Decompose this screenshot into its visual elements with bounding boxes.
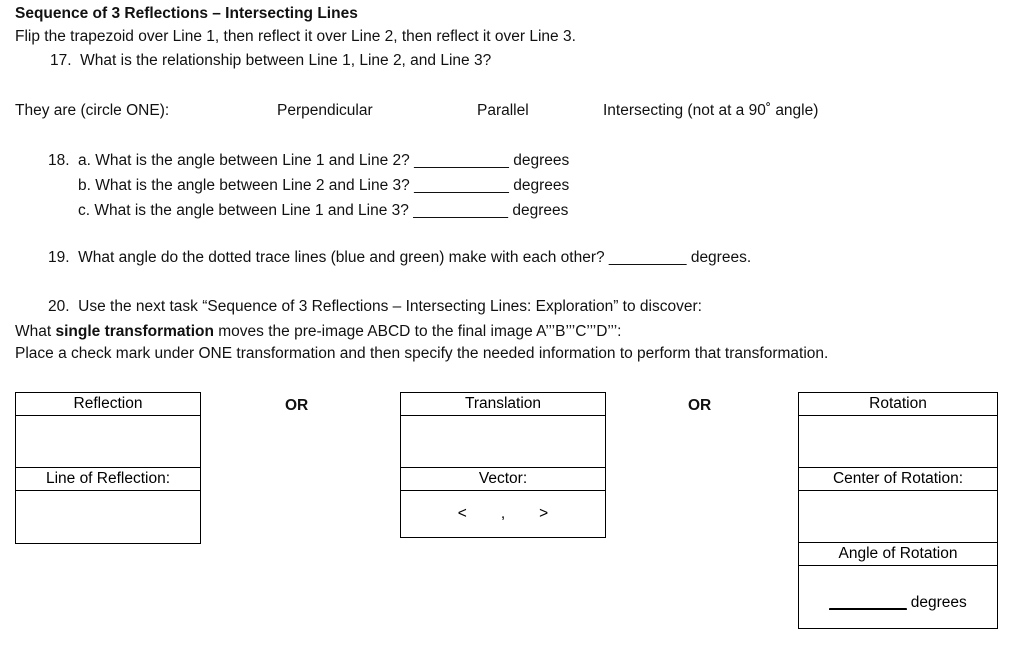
rotation-degrees-cell[interactable]: _________degrees	[799, 566, 997, 628]
circle-one-label: They are (circle ONE):	[15, 102, 170, 119]
reflection-subheader-line-of-reflection: Line of Reflection:	[16, 468, 200, 491]
q20-bold-phrase: single transformation	[55, 323, 214, 340]
option-intersecting[interactable]: Intersecting (not at a 90˚ angle)	[603, 102, 819, 119]
separator-or-second: OR	[688, 397, 712, 414]
translation-header: Translation	[401, 393, 605, 416]
rotation-subheader-center-of-rotation: Center of Rotation:	[799, 468, 997, 491]
question-17: 17. What is the relationship between Lin…	[50, 52, 492, 69]
separator-or-first: OR	[285, 397, 309, 414]
question-18-number: 18.	[48, 152, 70, 169]
option-parallel[interactable]: Parallel	[477, 102, 529, 119]
reflection-answer-cell[interactable]	[16, 491, 200, 543]
vector-close-bracket: >	[539, 505, 549, 523]
translation-checkmark-cell[interactable]	[401, 416, 605, 468]
question-18-part-c: c. What is the angle between Line 1 and …	[78, 202, 569, 219]
rotation-header: Rotation	[799, 393, 997, 416]
rotation-degrees-inner: _________degrees	[799, 583, 997, 611]
translation-vector-cell[interactable]: <, >	[401, 491, 605, 537]
translation-subheader-vector: Vector:	[401, 468, 605, 491]
reflection-checkmark-cell[interactable]	[16, 416, 200, 468]
rotation-degrees-blank[interactable]: _________	[829, 594, 907, 612]
question-20-transformation-prompt: What single transformation moves the pre…	[15, 322, 621, 342]
translation-table: Translation Vector: <, >	[400, 392, 606, 538]
reflection-header: Reflection	[16, 393, 200, 416]
rotation-table: Rotation Center of Rotation: Angle of Ro…	[798, 392, 998, 629]
question-18-part-a: a. What is the angle between Line 1 and …	[78, 152, 570, 169]
question-20: 20. Use the next task “Sequence of 3 Ref…	[48, 298, 702, 315]
q20-suffix: moves the pre-image ABCD to the final im…	[213, 323, 622, 340]
rotation-checkmark-cell[interactable]	[799, 416, 997, 468]
rotation-degrees-label: degrees	[910, 594, 967, 612]
option-perpendicular[interactable]: Perpendicular	[277, 102, 373, 119]
vector-open-bracket: <	[457, 505, 467, 523]
q20-prefix: What	[15, 323, 56, 340]
question-19: 19. What angle do the dotted trace lines…	[48, 249, 752, 266]
task-instruction: Flip the trapezoid over Line 1, then ref…	[15, 28, 576, 45]
vector-comma: ,	[500, 505, 506, 523]
rotation-center-cell[interactable]	[799, 491, 997, 543]
page-title: Sequence of 3 Reflections – Intersecting…	[15, 5, 358, 22]
rotation-subheader-angle-of-rotation: Angle of Rotation	[799, 543, 997, 566]
reflection-table: Reflection Line of Reflection:	[15, 392, 201, 544]
question-20-checkmark-directions: Place a check mark under ONE transformat…	[15, 345, 829, 362]
question-18-part-b: b. What is the angle between Line 2 and …	[78, 177, 570, 194]
